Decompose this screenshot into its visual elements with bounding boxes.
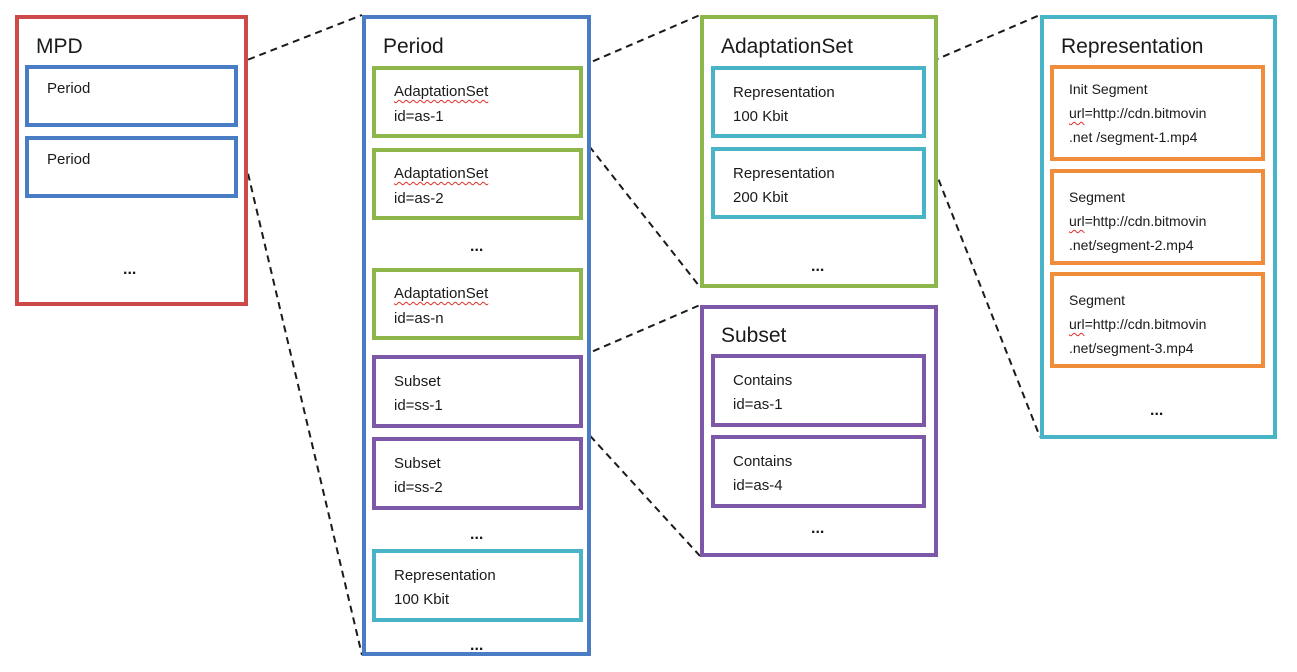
connector-line (581, 304, 701, 357)
representation-bitrate: 200 Kbit (733, 189, 789, 206)
connector-line (236, 14, 363, 65)
adaptation-set-title: AdaptationSet (721, 35, 853, 58)
period-box: Period AdaptationSet id=as-1 AdaptationS… (362, 15, 591, 656)
period-more: ... (470, 637, 484, 654)
mpd-period-label: Period (47, 80, 91, 97)
subset-name: Subset (394, 373, 441, 390)
subset-id: id=ss-1 (394, 397, 443, 414)
contains-id: id=as-4 (733, 477, 783, 494)
contains-id: id=as-1 (733, 396, 783, 413)
segment-url-key: url (1069, 105, 1085, 121)
mpd-more: ... (123, 261, 137, 278)
segment-url-rest: .net/segment-2.mp4 (1069, 237, 1194, 253)
subset-name: Subset (394, 455, 441, 472)
period-subset-item: Subset id=ss-2 (372, 437, 583, 510)
segment-url-rest: .net /segment-1.mp4 (1069, 129, 1198, 145)
period-representation-item: Representation 100 Kbit (372, 549, 583, 622)
mpd-period-item: Period (25, 65, 238, 127)
adaptation-set-name: AdaptationSet (394, 83, 489, 100)
adaptation-set-box: AdaptationSet Representation 100 Kbit Re… (700, 15, 938, 288)
segment-name: Init Segment (1069, 81, 1148, 97)
segment-url: url=http://cdn.bitmovin (1069, 101, 1206, 125)
mpd-period-label: Period (47, 151, 91, 168)
subset-contains-item: Contains id=as-1 (711, 354, 926, 427)
subset-box: Subset Contains id=as-1 Contains id=as-4… (700, 305, 938, 557)
adaptation-set-more: ... (811, 258, 825, 275)
segment-url-key: url (1069, 316, 1085, 332)
representation-title: Representation (1061, 35, 1204, 58)
connector-line (920, 14, 1041, 67)
contains-name: Contains (733, 453, 793, 470)
mpd-box: MPD Period Period ... (15, 15, 248, 306)
adaptation-representation-item: Representation 100 Kbit (711, 66, 926, 138)
period-title: Period (383, 35, 444, 58)
adaptation-set-name: AdaptationSet (394, 285, 489, 302)
period-adaptation-set-item: AdaptationSet id=as-2 (372, 148, 583, 220)
connector-line (236, 126, 363, 656)
subset-contains-item: Contains id=as-4 (711, 435, 926, 508)
adaptation-set-name: AdaptationSet (394, 165, 489, 182)
adaptation-set-more: ... (470, 238, 484, 255)
subset-title: Subset (721, 324, 787, 347)
subset-id: id=ss-2 (394, 479, 443, 496)
segment-item: Segment url=http://cdn.bitmovin .net/seg… (1050, 272, 1265, 368)
segment-url-rest: .net/segment-3.mp4 (1069, 340, 1194, 356)
period-adaptation-set-item: AdaptationSet id=as-n (372, 268, 583, 340)
representation-bitrate: 100 Kbit (394, 591, 450, 608)
representation-name: Representation (733, 165, 835, 182)
period-subset-item: Subset id=ss-1 (372, 355, 583, 428)
adaptation-set-id: id=as-2 (394, 190, 444, 207)
adaptation-representation-item: Representation 200 Kbit (711, 147, 926, 219)
connector-line (920, 134, 1041, 438)
representation-box: Representation Init Segment url=http://c… (1040, 15, 1277, 439)
segment-url-key: url (1069, 213, 1085, 229)
segment-url-value: =http://cdn.bitmovin (1084, 213, 1207, 229)
mpd-period-item: Period (25, 136, 238, 198)
segment-item: Segment url=http://cdn.bitmovin .net/seg… (1050, 169, 1265, 265)
subset-more: ... (811, 520, 825, 537)
subset-more: ... (470, 526, 484, 543)
segment-url-value: =http://cdn.bitmovin (1084, 316, 1207, 332)
segment-name: Segment (1069, 292, 1126, 308)
adaptation-set-id: id=as-n (394, 310, 444, 327)
contains-name: Contains (733, 372, 793, 389)
segment-url-value: =http://cdn.bitmovin (1084, 105, 1207, 121)
segment-name: Segment (1069, 189, 1126, 205)
representation-name: Representation (394, 567, 496, 584)
segment-url: url=http://cdn.bitmovin (1069, 312, 1206, 336)
segment-item: Init Segment url=http://cdn.bitmovin .ne… (1050, 65, 1265, 161)
segment-url: url=http://cdn.bitmovin (1069, 209, 1206, 233)
connector-line (581, 14, 701, 67)
representation-name: Representation (733, 84, 835, 101)
mpd-title: MPD (36, 35, 83, 58)
representation-more: ... (1150, 402, 1164, 419)
representation-bitrate: 100 Kbit (733, 108, 789, 125)
adaptation-set-id: id=as-1 (394, 108, 444, 125)
connector-line (581, 426, 701, 557)
period-adaptation-set-item: AdaptationSet id=as-1 (372, 66, 583, 138)
connector-line (581, 136, 701, 288)
